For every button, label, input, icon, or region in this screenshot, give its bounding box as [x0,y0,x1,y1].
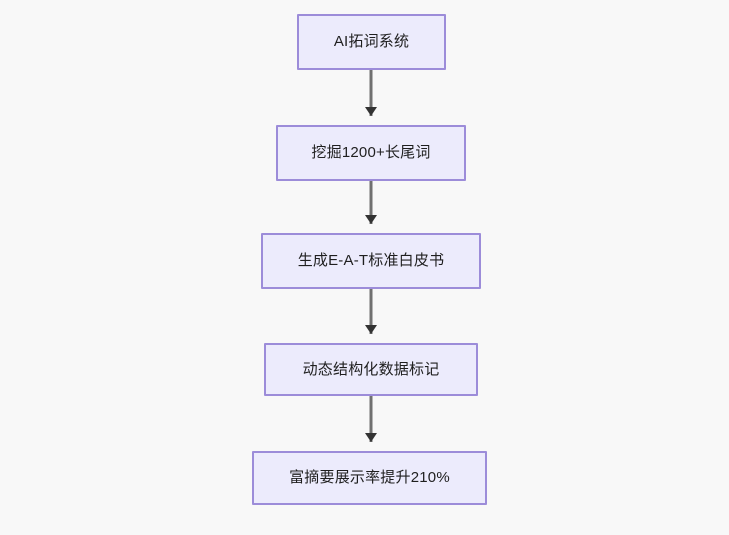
flow-node-label: 生成E-A-T标准白皮书 [297,252,445,269]
arrowhead-n2-n3 [365,215,377,224]
edge-n1-n2 [369,70,373,116]
flow-node-rich-snippet-impression-lift[interactable]: 富摘要展示率提升210% [252,451,487,505]
flow-node-generate-eat-whitepaper[interactable]: 生成E-A-T标准白皮书 [261,233,481,289]
flow-node-dynamic-structured-data-markup[interactable]: 动态结构化数据标记 [264,343,478,396]
flow-node-label: 富摘要展示率提升210% [289,469,450,486]
edge-n2-n3 [369,181,373,224]
arrowhead-n1-n2 [365,107,377,116]
flow-node-label: 动态结构化数据标记 [302,360,440,378]
arrowhead-n4-n5 [365,433,377,442]
flow-node-mine-longtail-keywords[interactable]: 挖掘1200+长尾词 [276,125,466,181]
flow-node-ai-keyword-system[interactable]: AI拓词系统 [297,14,446,70]
edge-n4-n5 [369,396,373,442]
arrowhead-n3-n4 [365,325,377,334]
flow-node-label: AI拓词系统 [333,33,410,50]
edge-n3-n4 [369,289,373,334]
flow-node-label: 挖掘1200+长尾词 [311,144,431,161]
